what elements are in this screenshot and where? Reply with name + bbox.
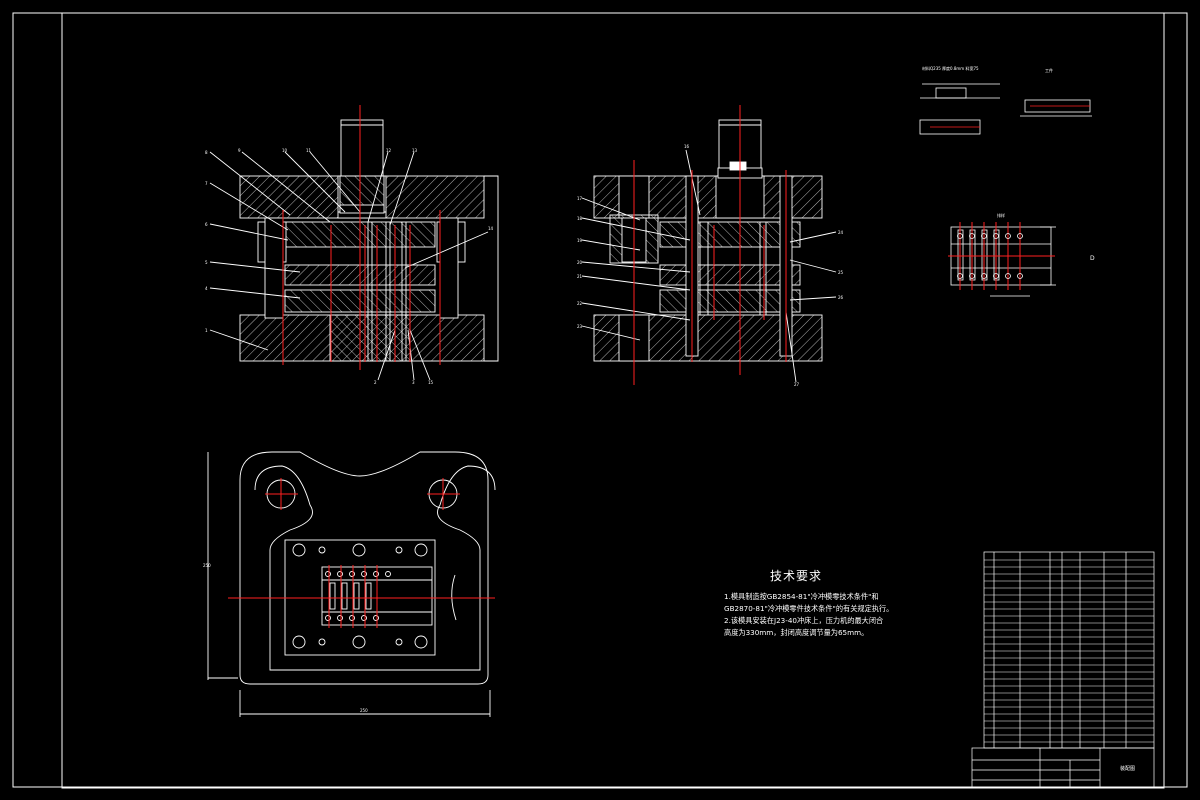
svg-text:20: 20 bbox=[577, 260, 583, 265]
svg-text:17: 17 bbox=[577, 196, 583, 201]
bom-rows bbox=[984, 559, 1154, 743]
svg-text:21: 21 bbox=[577, 274, 583, 279]
second-section-centerlines bbox=[633, 105, 787, 385]
label-material: 材料Q235 厚度0.8mm 料宽75 bbox=[922, 65, 979, 71]
svg-text:13: 13 bbox=[412, 148, 418, 153]
svg-text:7: 7 bbox=[205, 181, 208, 186]
bom-table bbox=[971, 551, 1155, 789]
second-section-labels: 17 18 19 20 21 22 23 16 24 25 26 27 bbox=[577, 144, 844, 387]
plan-dim-horizontal: 250 bbox=[360, 708, 368, 713]
drawing-name: 装配图 bbox=[1120, 765, 1135, 772]
plan-view-centerlines bbox=[228, 478, 495, 628]
tech-requirements-title: 技术要求 bbox=[770, 569, 823, 583]
svg-text:18: 18 bbox=[577, 216, 583, 221]
tech-requirements-line-4: 高度为330mm，封闭高度调节量为65mm。 bbox=[724, 628, 869, 637]
strip-centerlines bbox=[948, 222, 1055, 290]
svg-text:14: 14 bbox=[488, 226, 494, 231]
plan-dim-vertical: 250 bbox=[203, 563, 211, 568]
part-drawings bbox=[919, 83, 1092, 297]
svg-text:2: 2 bbox=[374, 380, 377, 385]
plan-view-holes bbox=[292, 543, 428, 649]
svg-text:26: 26 bbox=[838, 295, 844, 300]
svg-text:9: 9 bbox=[238, 148, 241, 153]
svg-text:5: 5 bbox=[205, 260, 208, 265]
svg-text:3: 3 bbox=[412, 380, 415, 385]
main-section-centerlines bbox=[282, 105, 441, 370]
svg-text:6: 6 bbox=[205, 222, 208, 227]
svg-text:11: 11 bbox=[306, 148, 312, 153]
svg-text:24: 24 bbox=[838, 230, 844, 235]
main-section-labels: 8 7 6 5 4 1 9 10 11 12 13 14 2 3 15 bbox=[205, 148, 494, 385]
tech-requirements-line-1: 1.模具制造按GB2854-81"冷冲模零技术条件"和 bbox=[724, 592, 879, 601]
main-section-view bbox=[209, 119, 499, 381]
svg-text:15: 15 bbox=[428, 380, 434, 385]
svg-text:19: 19 bbox=[577, 238, 583, 243]
inner-border bbox=[61, 12, 1165, 789]
svg-text:10: 10 bbox=[282, 148, 288, 153]
svg-text:27: 27 bbox=[794, 382, 800, 387]
svg-text:23: 23 bbox=[577, 324, 583, 329]
outer-border bbox=[12, 12, 1188, 788]
svg-text:22: 22 bbox=[577, 301, 583, 306]
svg-text:25: 25 bbox=[838, 270, 844, 275]
second-section-view bbox=[581, 119, 837, 383]
svg-text:12: 12 bbox=[386, 148, 392, 153]
svg-text:8: 8 bbox=[205, 150, 208, 155]
plan-view bbox=[207, 451, 496, 717]
label-workpiece: 工件 bbox=[1045, 67, 1053, 73]
tech-requirements-line-3: 2.该模具安装在J23-40冲床上，压力机的最大闭合 bbox=[724, 616, 884, 625]
label-strip-layout: 排样 bbox=[997, 212, 1005, 218]
side-label: D bbox=[1090, 255, 1095, 262]
svg-text:1: 1 bbox=[205, 328, 208, 333]
svg-text:16: 16 bbox=[684, 144, 690, 149]
tech-requirements-line-2: GB2870-81"冷冲模零件技术条件"的有关规定执行。 bbox=[724, 604, 894, 613]
svg-text:4: 4 bbox=[205, 286, 208, 291]
strip-holes bbox=[957, 233, 1023, 279]
